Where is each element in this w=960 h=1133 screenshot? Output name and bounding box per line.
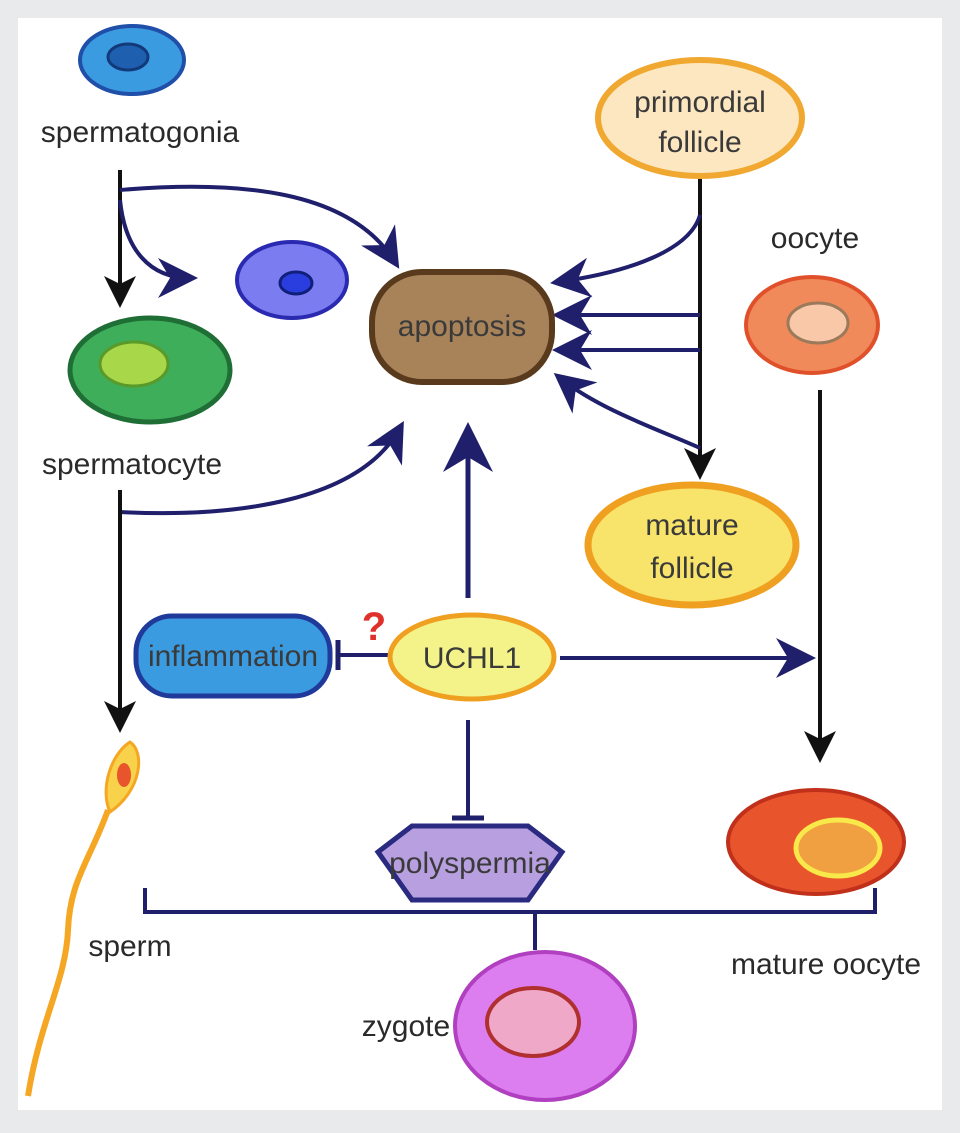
question-mark: ? — [362, 605, 386, 649]
apoptosis-node — [369, 269, 555, 385]
arrow-follicle-to-apoptosis-4 — [553, 373, 701, 450]
mature-oocyte-label: mature oocyte — [731, 948, 921, 981]
zygote-label: zygote — [362, 1010, 450, 1043]
fertilization-bracket — [143, 888, 877, 914]
sperm-cell — [25, 740, 141, 1097]
oocyte-label: oocyte — [771, 222, 859, 255]
arrow-follicle-to-apoptosis-1 — [550, 214, 702, 298]
primordial-follicle-label-1: primordial — [634, 86, 766, 119]
oocyte-cell — [744, 275, 880, 375]
apoptosis-label: apoptosis — [398, 310, 526, 343]
arrow-spermatogonia-to-small-cell — [118, 199, 198, 298]
sperm-label: sperm — [88, 930, 171, 963]
mature-follicle-label-2: follicle — [650, 552, 733, 585]
polyspermia-label: polyspermia — [389, 847, 551, 880]
spermatogonia-label: spermatogonia — [41, 116, 240, 149]
spermatocyte-label: spermatocyte — [42, 448, 222, 481]
uchl1-label: UCHL1 — [423, 642, 521, 675]
polyspermia-node — [374, 823, 566, 903]
arrow-spermatocyte-to-apoptosis — [119, 421, 404, 516]
small-cell — [235, 240, 349, 320]
inflammation-node — [133, 613, 333, 699]
spermatogonia-cell — [78, 24, 186, 96]
arrow-spermatogonia-to-apoptosis — [119, 184, 400, 269]
primordial-follicle-node — [595, 57, 805, 179]
mature-oocyte-cell — [726, 788, 906, 896]
mature-follicle-node — [584, 481, 800, 609]
zygote-cell — [453, 950, 637, 1102]
spermatocyte-cell — [67, 315, 233, 425]
primordial-follicle-label-2: follicle — [658, 126, 741, 159]
mature-follicle-label-1: mature — [645, 509, 738, 542]
inflammation-label: inflammation — [148, 640, 318, 673]
uchl1-node — [387, 612, 557, 702]
